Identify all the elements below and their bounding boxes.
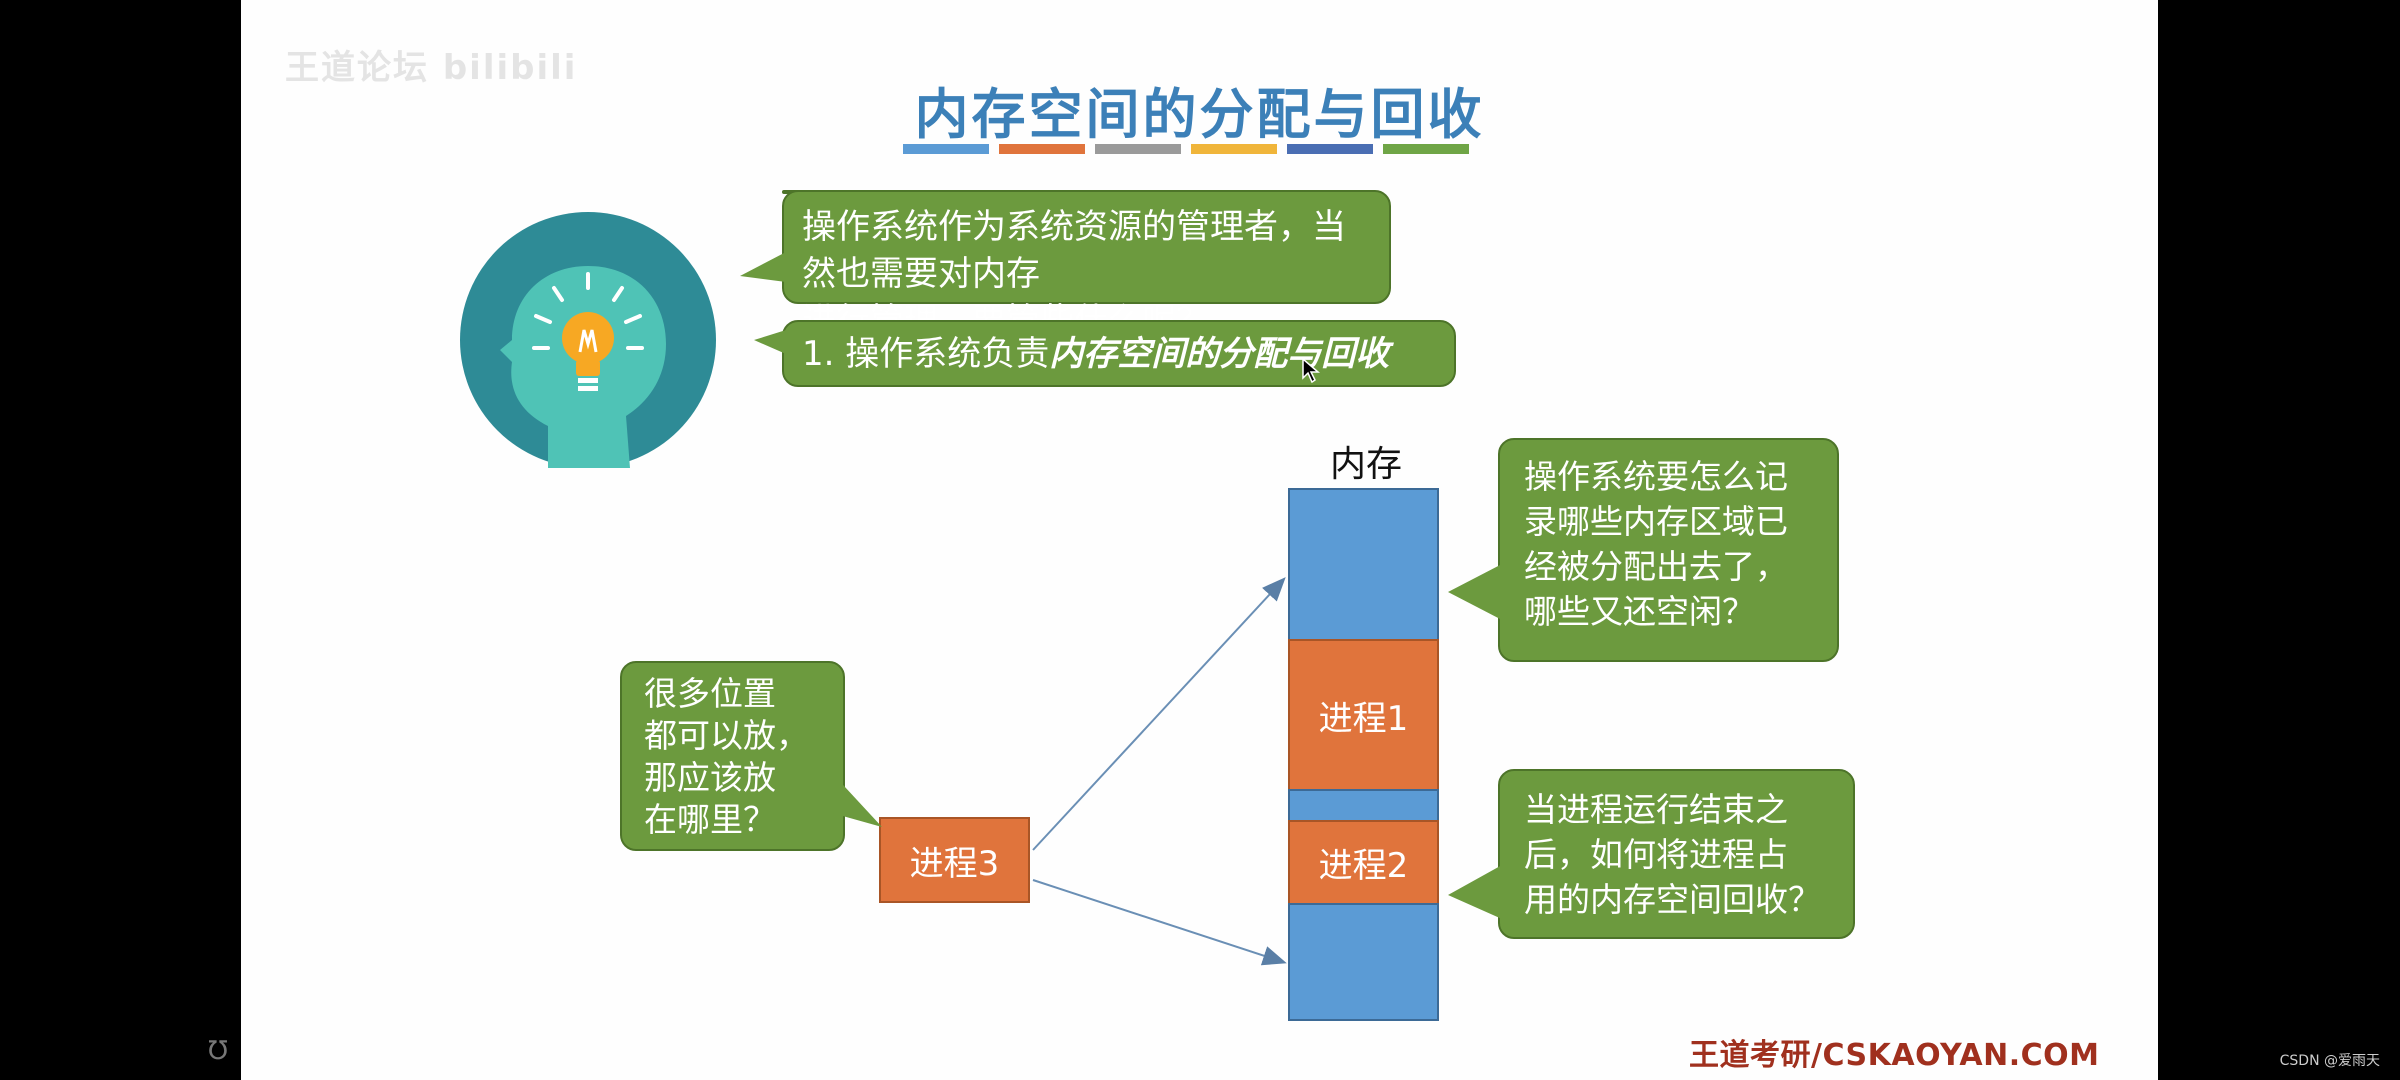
memory-process-2: 进程2	[1288, 820, 1439, 905]
bubble-tail	[1448, 564, 1502, 620]
record-line-4: 哪些又还空闲？	[1524, 592, 1755, 631]
record-line-3: 经被分配出去了，	[1524, 547, 1788, 586]
answer-emphasis: 内存空间的分配与回收	[1049, 334, 1390, 374]
process-3-label: 进程3	[909, 843, 1000, 884]
slide-title: 内存空间的分配与回收	[914, 83, 1485, 146]
reclaim-line-2: 后，如何将进程占	[1524, 835, 1788, 874]
corner-credit: CSDN @爱雨天	[2279, 1053, 2380, 1069]
bubble-tail	[740, 252, 786, 282]
memory-label: 内存	[1329, 444, 1402, 485]
placement-line-4: 在哪里？	[644, 800, 776, 839]
head-lightbulb-icon	[460, 212, 716, 468]
watermark: 王道论坛 bilibili	[285, 48, 578, 88]
mouse-cursor-icon	[1302, 358, 1320, 384]
placement-line-3: 那应该放	[644, 758, 776, 797]
title-bar-4	[1191, 144, 1277, 154]
arrow-to-lower-free	[1032, 879, 1287, 966]
title-bar-1	[903, 144, 989, 154]
title-bar-6	[1383, 144, 1469, 154]
bubble-tail	[754, 330, 786, 354]
allocation-arrows	[1032, 577, 1287, 966]
process-2-label: 进程2	[1318, 846, 1409, 886]
headphones-icon[interactable]: ℧	[208, 1036, 228, 1066]
question-line-1: 操作系统作为系统资源的管理者，当然也需要对内存	[802, 207, 1346, 294]
reclaim-line-1: 当进程运行结束之	[1524, 790, 1788, 829]
title-bar-2	[999, 144, 1085, 154]
record-line-2: 录哪些内存区域已	[1524, 502, 1788, 541]
question-bubble: 操作系统作为系统资源的管理者，当然也需要对内存 进行管理，要管些什么呢？	[740, 190, 1391, 341]
bubble-tail	[832, 773, 882, 827]
title-bar-3	[1095, 144, 1181, 154]
footer-brand: 王道考研/CSKAOYAN.COM	[1689, 1038, 2100, 1073]
title-bar-5	[1287, 144, 1373, 154]
process-1-label: 进程1	[1318, 698, 1409, 739]
answer-bubble: 1. 操作系统负责内存空间的分配与回收	[754, 320, 1456, 387]
record-bubble: 操作系统要怎么记 录哪些内存区域已 经被分配出去了， 哪些又还空闲？	[1448, 438, 1839, 662]
reclaim-bubble: 当进程运行结束之 后，如何将进程占 用的内存空间回收？	[1448, 769, 1855, 939]
placement-bubble: 很多位置 都可以放， 那应该放 在哪里？	[620, 661, 882, 851]
bubble-tail	[1448, 865, 1502, 919]
process-3-box: 进程3	[879, 817, 1030, 903]
memory-free-segment-3	[1288, 903, 1439, 1021]
placement-line-2: 都可以放，	[644, 716, 809, 755]
record-line-1: 操作系统要怎么记	[1524, 457, 1788, 496]
placement-line-1: 很多位置	[644, 674, 776, 713]
answer-prefix: 1. 操作系统负责	[802, 334, 1050, 374]
slide: 王道论坛 bilibili 内存空间的分配与回收	[241, 0, 2158, 1080]
arrow-to-upper-free	[1032, 577, 1286, 851]
memory-free-segment-1	[1288, 488, 1439, 641]
memory-process-1: 进程1	[1288, 639, 1439, 791]
reclaim-line-3: 用的内存空间回收？	[1524, 880, 1821, 919]
